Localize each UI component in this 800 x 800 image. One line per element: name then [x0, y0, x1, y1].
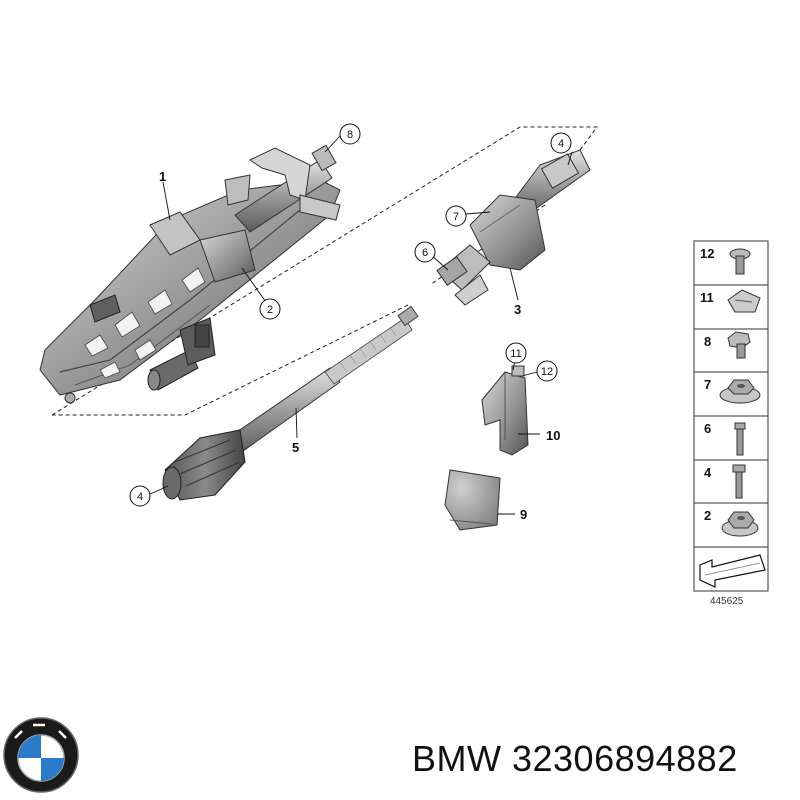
- callout-2: 2: [259, 298, 281, 320]
- svg-text:4: 4: [558, 138, 564, 150]
- legend-item-4: 4: [704, 465, 712, 480]
- callout-10: 10: [546, 428, 560, 443]
- flange-nut-icon: [719, 379, 761, 404]
- callout-8: 8: [339, 123, 361, 145]
- callout-6: 6: [414, 241, 436, 263]
- legend-item-12: 12: [700, 246, 714, 261]
- callout-7: 7: [445, 205, 467, 227]
- legend-item-6: 6: [704, 421, 711, 436]
- callout-4-bottom: 4: [129, 485, 151, 507]
- fastener-legend: 12 11 8 7 6 4 2: [693, 240, 769, 592]
- leader-lines: [147, 134, 573, 515]
- bracket-part-10: [481, 365, 529, 456]
- svg-text:4: 4: [137, 491, 143, 503]
- svg-text:8: 8: [347, 129, 353, 141]
- intermediate-shaft: [162, 305, 419, 501]
- arrow-icon: [699, 554, 766, 588]
- callout-1: 1: [159, 169, 166, 184]
- callout-9: 9: [520, 507, 527, 522]
- svg-text:11: 11: [510, 348, 521, 360]
- callout-4-top: 4: [550, 132, 572, 154]
- legend-item-11: 11: [700, 290, 714, 305]
- svg-text:2: 2: [267, 304, 273, 316]
- part-caption: BMW 32306894882: [412, 738, 738, 779]
- diagram-code: 445625: [710, 596, 744, 607]
- svg-text:7: 7: [453, 211, 459, 223]
- hex-nut-icon: [721, 511, 759, 537]
- callout-11: 11: [505, 342, 527, 364]
- clip-nut-icon: [727, 289, 761, 313]
- hex-bolt-icon: [732, 464, 746, 499]
- legend-item-2: 2: [704, 508, 711, 523]
- callout-5: 5: [292, 440, 299, 455]
- long-bolt-icon: [734, 422, 746, 456]
- steering-column-assembly: [39, 144, 341, 404]
- bolt-icon: [727, 331, 751, 359]
- steering-joint-assembly: [436, 149, 591, 306]
- screw-icon: [729, 248, 751, 275]
- legend-item-8: 8: [704, 334, 711, 349]
- bmw-logo: [3, 717, 79, 793]
- callout-3: 3: [514, 302, 521, 317]
- legend-item-7: 7: [704, 377, 711, 392]
- svg-text:12: 12: [541, 366, 553, 378]
- callout-12: 12: [536, 360, 558, 382]
- control-module-part-9: [444, 469, 501, 531]
- svg-text:6: 6: [422, 247, 428, 259]
